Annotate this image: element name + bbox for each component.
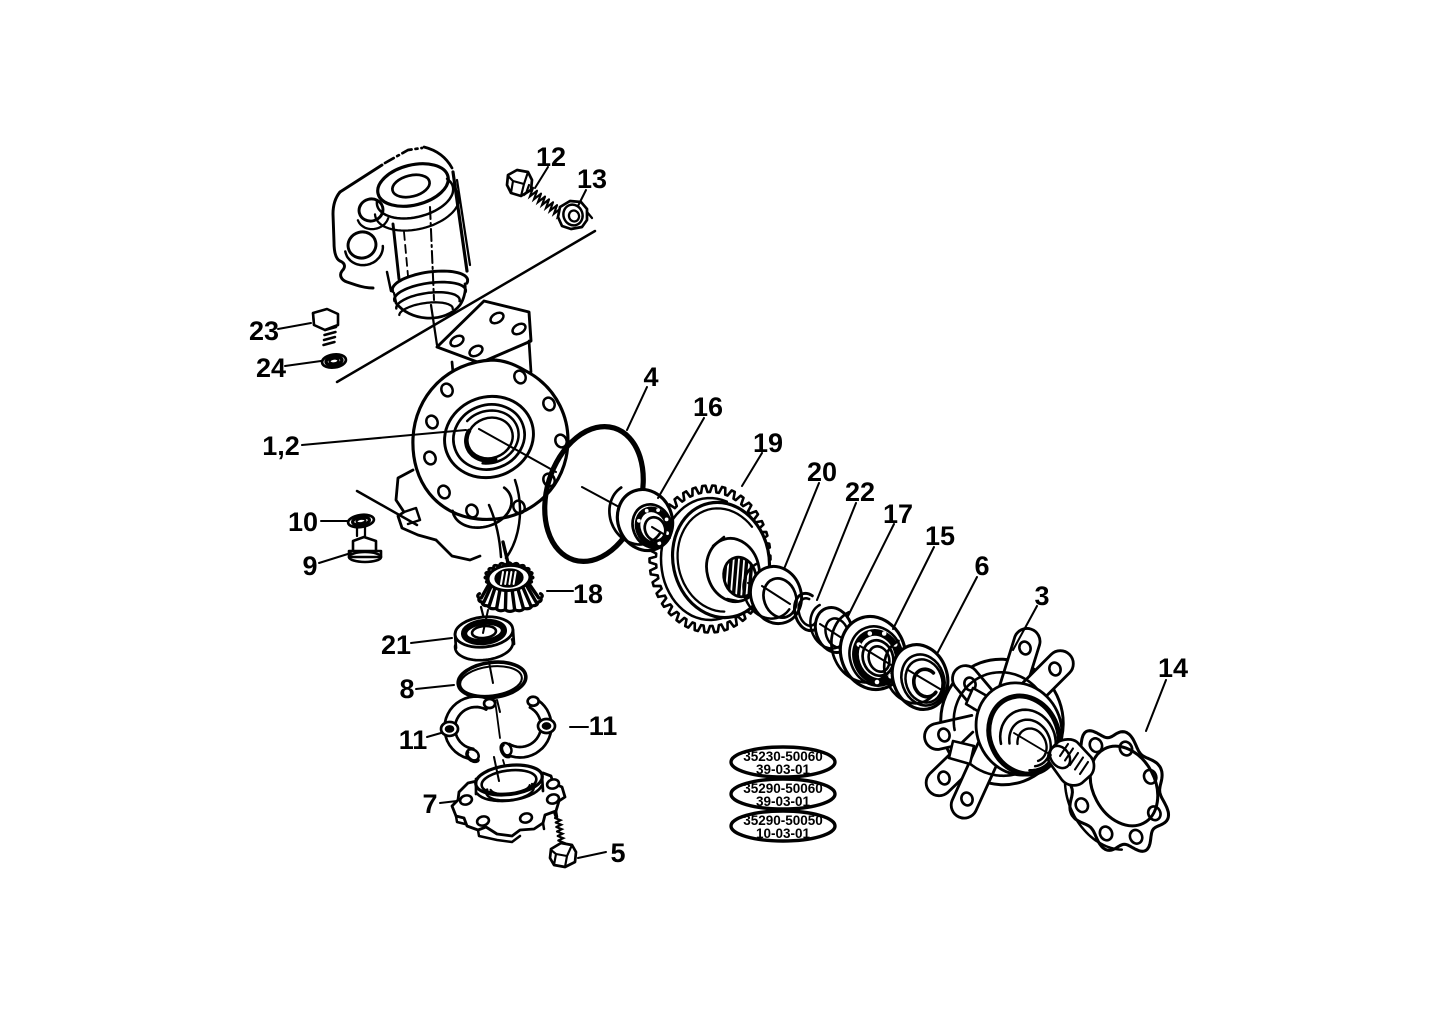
svg-text:39-03-01: 39-03-01	[756, 762, 811, 777]
svg-text:21: 21	[381, 630, 411, 660]
svg-text:39-03-01: 39-03-01	[756, 794, 811, 809]
svg-text:1,2: 1,2	[262, 431, 300, 461]
svg-text:7: 7	[422, 789, 437, 819]
svg-text:35290-50050: 35290-50050	[743, 813, 823, 828]
svg-text:35290-50060: 35290-50060	[743, 781, 823, 796]
svg-text:19: 19	[753, 428, 783, 458]
svg-text:10: 10	[288, 507, 318, 537]
svg-text:22: 22	[845, 477, 875, 507]
svg-text:23: 23	[249, 316, 279, 346]
svg-text:6: 6	[974, 551, 989, 581]
svg-text:8: 8	[399, 674, 414, 704]
svg-text:35230-50060: 35230-50060	[743, 749, 823, 764]
svg-text:15: 15	[925, 521, 955, 551]
svg-text:12: 12	[536, 142, 566, 172]
svg-text:16: 16	[693, 392, 723, 422]
svg-text:17: 17	[883, 499, 913, 529]
svg-text:9: 9	[302, 551, 317, 581]
svg-text:11: 11	[399, 725, 428, 755]
svg-text:20: 20	[807, 457, 837, 487]
svg-text:4: 4	[643, 362, 658, 392]
svg-text:10-03-01: 10-03-01	[756, 826, 811, 841]
svg-text:18: 18	[573, 579, 603, 609]
svg-text:3: 3	[1034, 581, 1049, 611]
svg-text:14: 14	[1158, 653, 1188, 683]
svg-text:11: 11	[589, 711, 618, 741]
svg-text:24: 24	[256, 353, 286, 383]
svg-text:13: 13	[577, 164, 607, 194]
svg-text:5: 5	[610, 838, 625, 868]
